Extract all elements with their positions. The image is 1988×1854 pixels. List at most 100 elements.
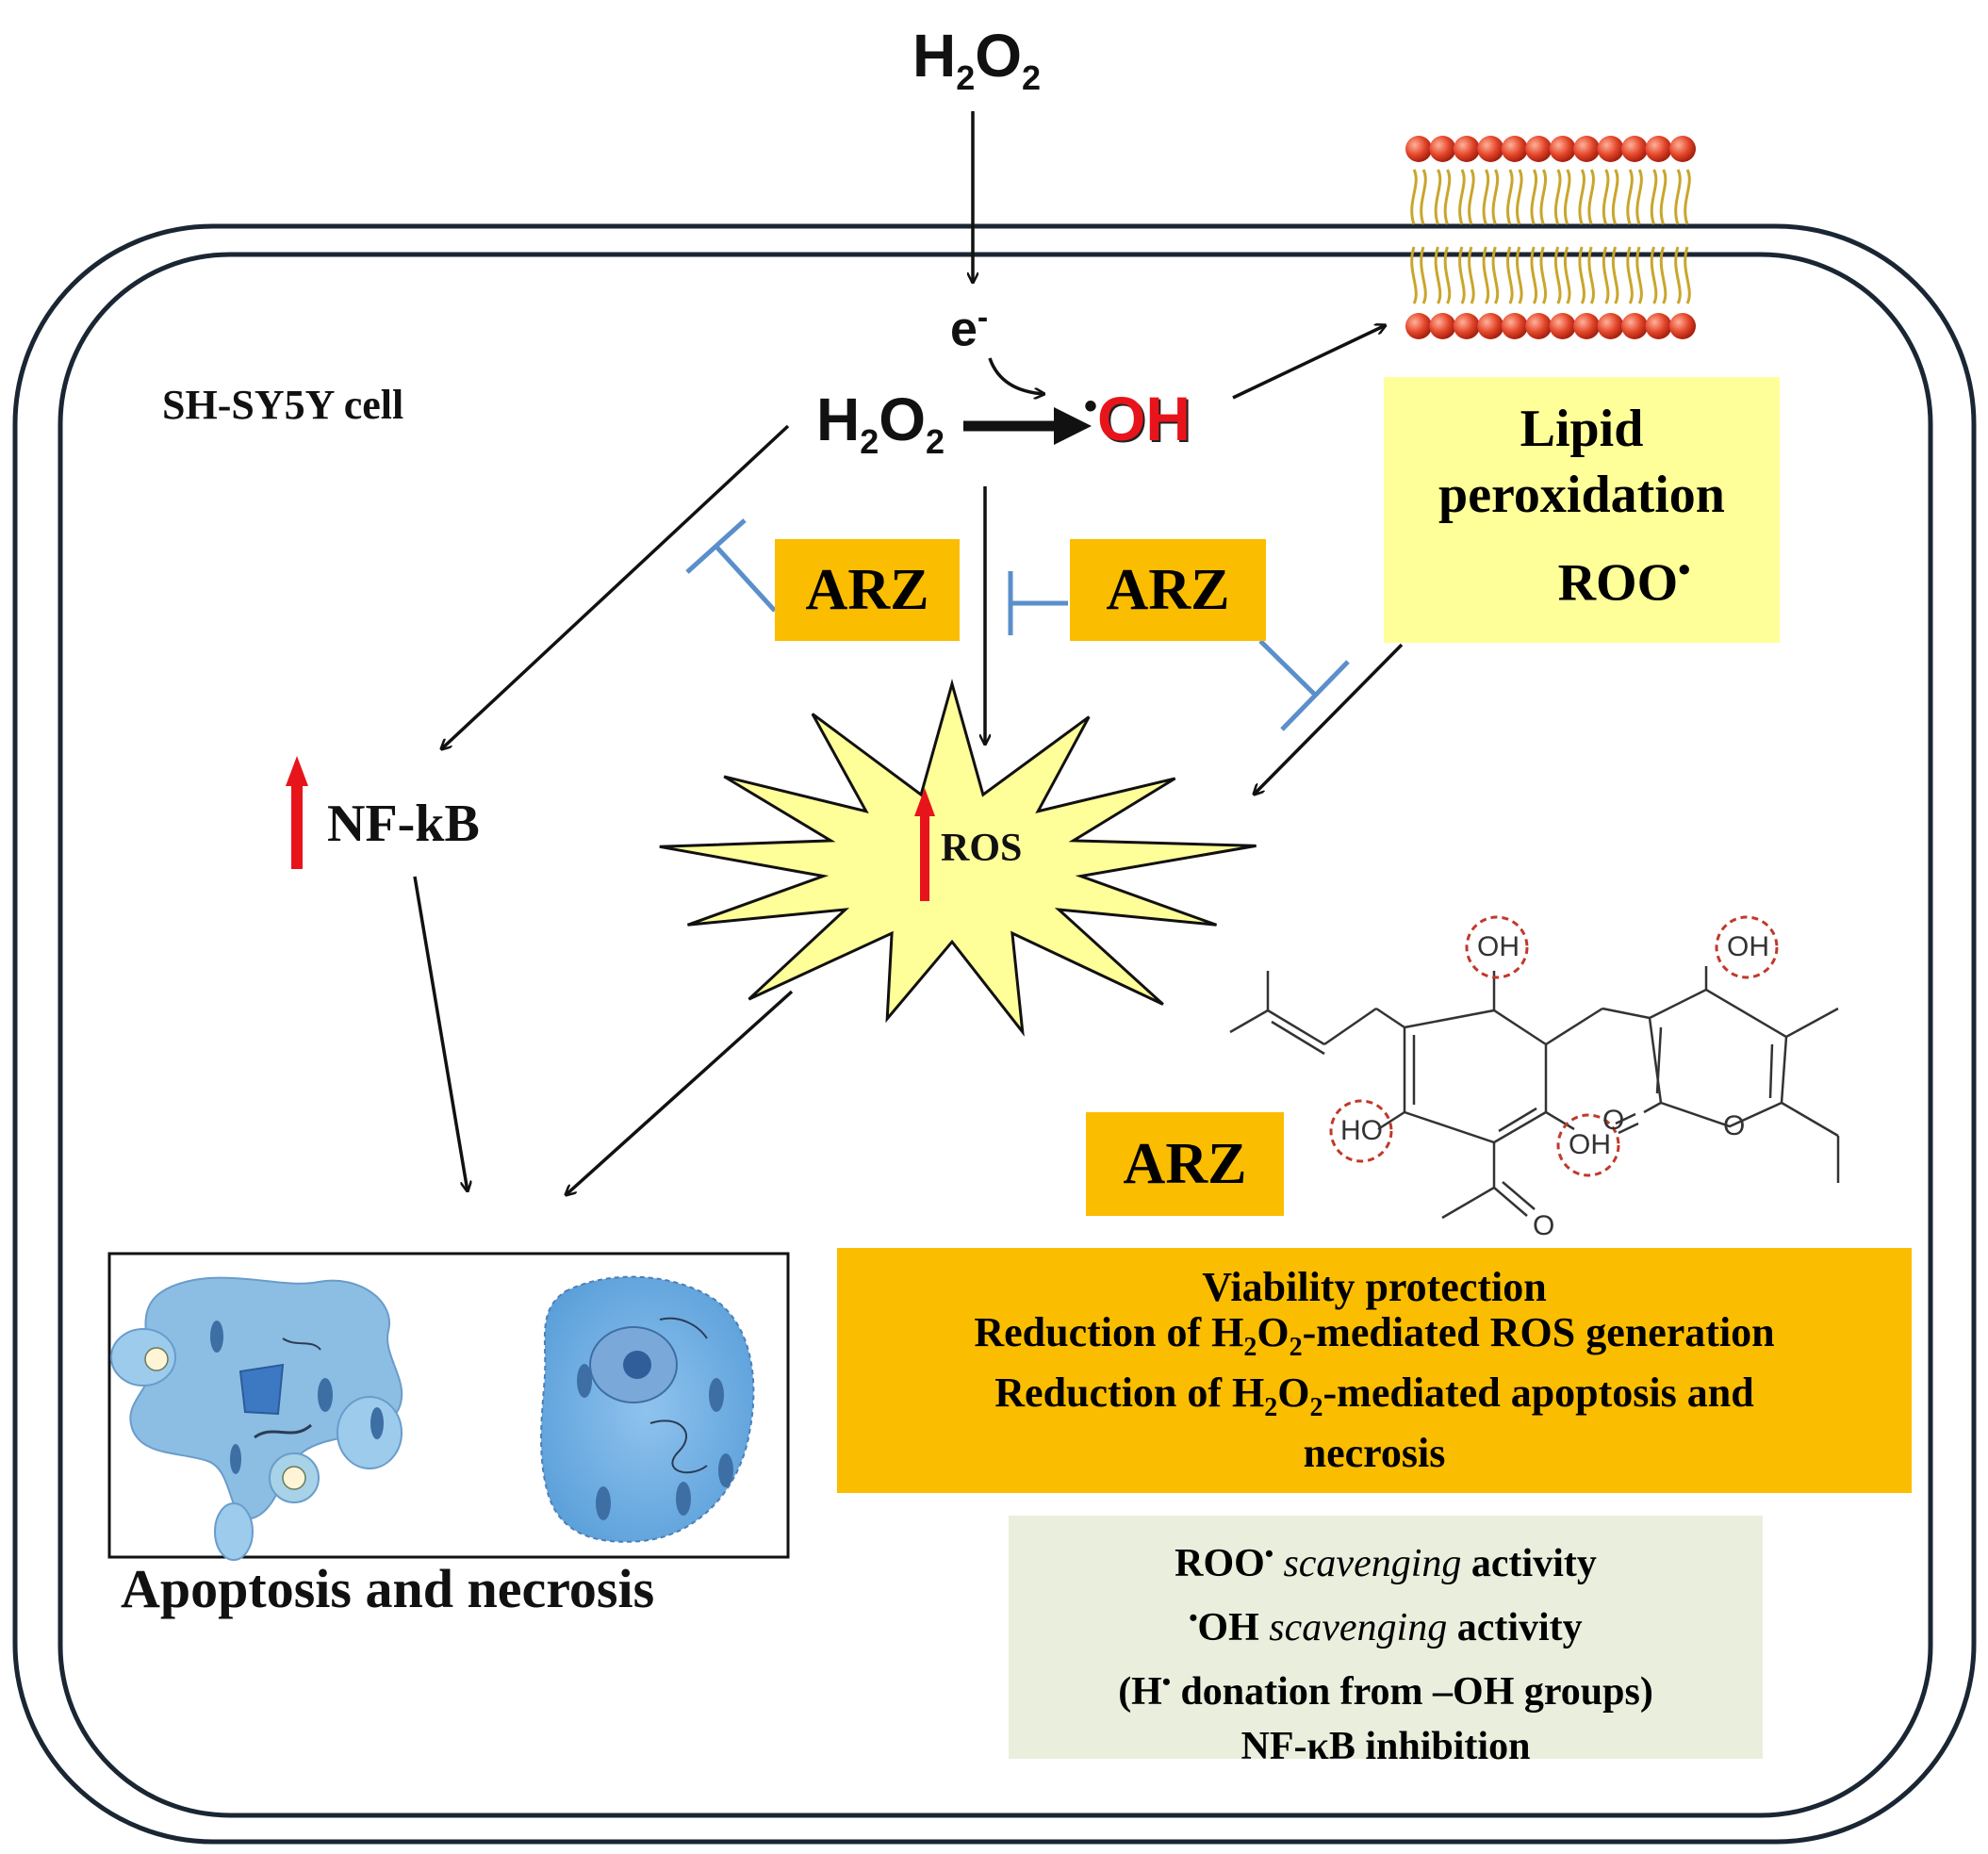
effect-line3-sub2: 2 (1309, 1392, 1323, 1422)
h2o2-o: O (975, 22, 1023, 90)
lipid-tail (1650, 246, 1658, 304)
arz-lipid-inhibition-line (1258, 639, 1318, 697)
effect-line4: necrosis (1303, 1429, 1446, 1476)
lipid-head (1669, 136, 1696, 162)
reaction-arrow-head (1054, 407, 1092, 445)
lipid-head (1549, 136, 1576, 162)
arz-molecule-label-box: ARZ (1086, 1112, 1284, 1216)
mech3-a: (H (1118, 1670, 1162, 1714)
arz-mechanism-box: ROO• scavenging activity •OH scavenging … (1009, 1516, 1763, 1768)
roo-radical-label: ROO• (1384, 528, 1780, 626)
effect-line2-post: -mediated ROS generation (1302, 1309, 1775, 1355)
lipid-head (1621, 136, 1649, 162)
lipid-tail (1458, 169, 1466, 225)
lipid-line1: Lipid (1520, 400, 1644, 458)
effect-line3-mid: O (1277, 1369, 1310, 1416)
roo-dot: • (1678, 550, 1691, 590)
nfkb-increase-arrow-head (286, 756, 308, 786)
lipid-tail (1491, 169, 1500, 225)
lipid-head (1453, 313, 1480, 339)
lipid-head (1405, 313, 1432, 339)
lipid-tail (1468, 246, 1475, 304)
lipid-tail (1530, 169, 1538, 225)
lipid-head (1525, 136, 1553, 162)
lipid-tail (1578, 246, 1585, 304)
lipid-tail (1410, 169, 1418, 225)
reaction-h: H (816, 386, 861, 453)
lipid-tail (1659, 246, 1668, 304)
atom-ho-left: HO (1340, 1115, 1383, 1146)
effect-line3-sub1: 2 (1264, 1392, 1278, 1422)
lipid-head (1549, 313, 1576, 339)
lipid-bilayer-icon (1405, 136, 1696, 339)
cell-outer-membrane (12, 223, 1977, 1845)
lipid-tail (1587, 169, 1595, 225)
effect-line3: Reduction of H2O2-mediated apoptosis and (837, 1370, 1912, 1431)
lipid-tail (1635, 246, 1643, 304)
arz-box-left: ARZ (775, 539, 960, 641)
mech3-b: donation from –OH groups) (1180, 1670, 1653, 1714)
atom-oh-top-right: OH (1727, 931, 1769, 962)
roo-text: ROO (1557, 553, 1679, 613)
mech1-a: ROO (1175, 1542, 1265, 1585)
lipid-tail (1674, 169, 1682, 225)
atom-oh-top-left: OH (1477, 931, 1520, 962)
h2o2-sub2: 2 (1022, 57, 1042, 97)
lipid-head (1645, 136, 1672, 162)
lipid-head (1477, 313, 1504, 339)
mech1-b: activity (1470, 1542, 1597, 1585)
effect-line2-mid: O (1257, 1309, 1290, 1355)
lipid-head (1501, 136, 1528, 162)
lipid-to-ros-arrow (1254, 643, 1404, 795)
lipid-head (1669, 313, 1696, 339)
lipid-tail (1530, 246, 1538, 304)
reaction-o: O (879, 386, 927, 453)
electron-charge: - (977, 300, 989, 336)
lipid-head (1477, 136, 1504, 162)
lipid-tail (1506, 246, 1514, 304)
mech2-dot: • (1189, 1604, 1198, 1632)
lipid-head (1453, 136, 1480, 162)
lipid-tail (1420, 246, 1427, 304)
lipid-tail (1635, 169, 1643, 225)
apoptotic-cell-picture (110, 1276, 403, 1561)
lipid-tail (1443, 246, 1452, 304)
lipid-head (1573, 313, 1601, 339)
mech3-dot: • (1161, 1668, 1171, 1696)
lipid-head (1429, 136, 1456, 162)
oh-to-lipid-arrow (1232, 325, 1386, 400)
atom-o-carbonyl: O (1602, 1105, 1625, 1136)
electron-transfer-arrow (988, 357, 1044, 394)
lipid-head (1405, 136, 1432, 162)
effect-line1: Viability protection (1202, 1264, 1547, 1310)
effect-line2-sub1: 2 (1243, 1332, 1257, 1362)
lipid-tail (1468, 169, 1475, 225)
mech2-italic: scavenging (1269, 1606, 1448, 1649)
mech2-a: OH (1197, 1606, 1259, 1649)
atom-oh-mid: OH (1569, 1129, 1611, 1160)
arz-effects-box: Viability protection Reduction of H2O2-m… (837, 1248, 1912, 1493)
electron-label: e- (950, 300, 988, 357)
h2o2-h: H (912, 22, 957, 90)
inhibition-markers (685, 518, 1350, 731)
lipid-head (1525, 313, 1553, 339)
lipid-head (1645, 313, 1672, 339)
lipid-tail (1516, 169, 1523, 225)
mech1-dot: • (1264, 1540, 1273, 1567)
oh-group-highlights (1329, 915, 1779, 1177)
lipid-tail (1602, 169, 1610, 225)
apoptosis-necrosis-caption: Apoptosis and necrosis (121, 1558, 655, 1619)
lipid-tail (1434, 169, 1442, 225)
nfkb-increase-arrow-shaft (291, 782, 303, 869)
mech2-b: activity (1456, 1606, 1583, 1649)
arz-left-inhibition-line (715, 545, 777, 613)
lipid-head (1621, 313, 1649, 339)
lipid-tail (1539, 169, 1548, 225)
lipid-tail (1482, 246, 1490, 304)
lipid-tail (1602, 246, 1610, 304)
nfkb-label: NF-kB (327, 795, 480, 853)
lipid-head (1597, 136, 1624, 162)
lipid-tail (1587, 246, 1595, 304)
cell-inner-membrane (58, 252, 1933, 1818)
lipid-tail (1420, 169, 1427, 225)
